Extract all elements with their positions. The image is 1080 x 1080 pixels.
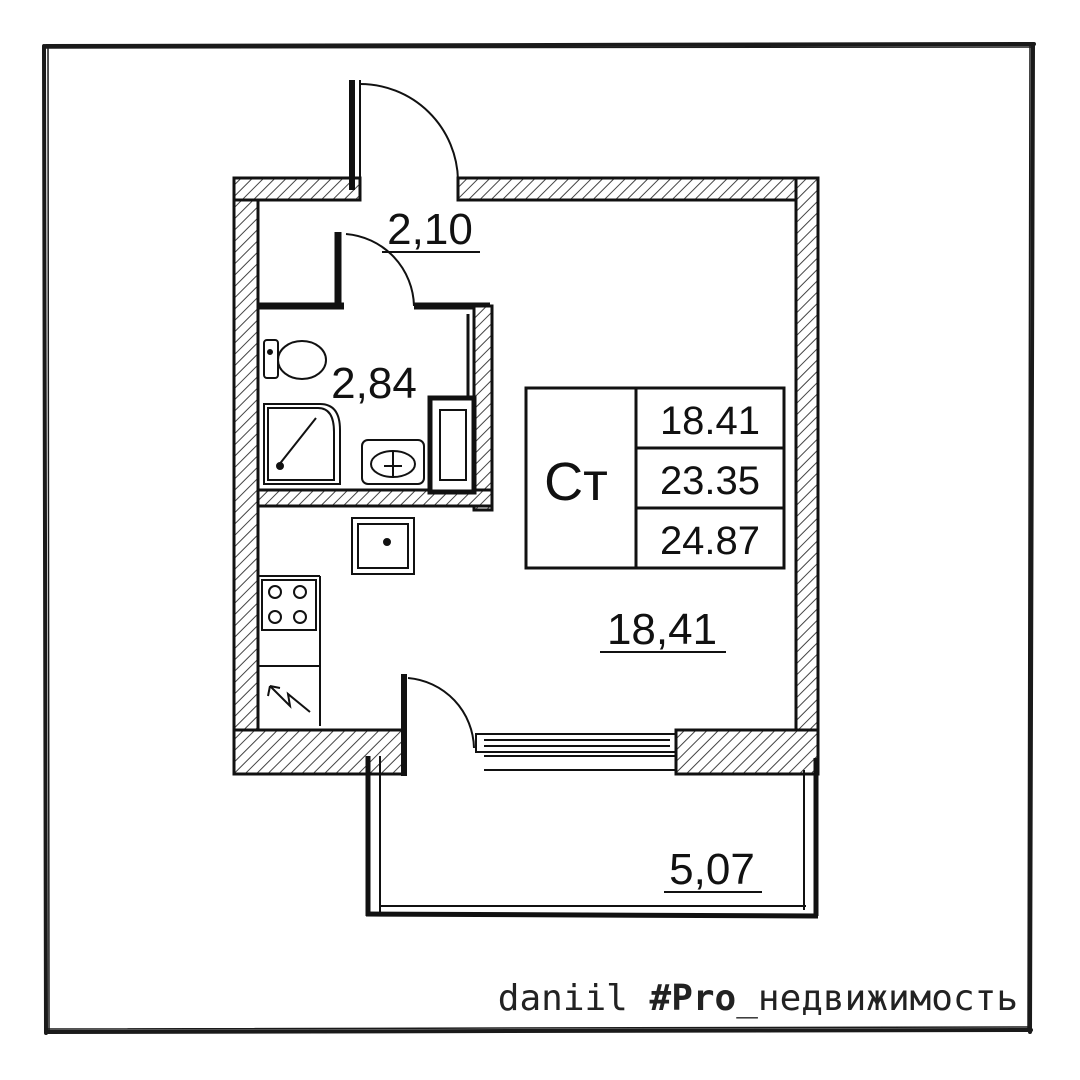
kitchen-counter (258, 575, 321, 726)
bathroom-area-label: 2,84 (331, 359, 417, 408)
kitchen-sink (351, 517, 415, 575)
author-watermark: daniil #Pro_недвижимость (498, 978, 1018, 1019)
bathroom-walls (256, 232, 494, 512)
toilet (263, 339, 327, 380)
watermark-author: daniil (497, 978, 628, 1019)
watermark-suffix: _недвижимость (736, 978, 1018, 1019)
main-room-area-label: 18,41 (607, 605, 717, 654)
sketch-frame (42, 42, 1036, 1035)
total-area-value: 23.35 (660, 459, 760, 503)
shower (263, 403, 341, 485)
balcony-window (475, 733, 677, 771)
balcony-outline (365, 756, 819, 919)
balcony-area-label: 5,07 (669, 845, 755, 894)
vestibule-area-label: 2,10 (387, 205, 473, 254)
apartment-type-code: Ст (544, 452, 608, 512)
watermark-hashtag: #Pro (649, 978, 737, 1019)
living-area-value: 18.41 (660, 399, 760, 443)
exterior-walls (232, 176, 820, 776)
room-labels: 2,10 2,84 18,41 5,07 (331, 205, 762, 894)
balcony-door (401, 674, 475, 776)
area-summary-table: Ст 18.41 23.35 24.87 (524, 386, 786, 570)
entry-door (349, 80, 459, 190)
electrical-panel-icon (267, 685, 311, 713)
total-with-balcony-value: 24.87 (660, 519, 760, 563)
wash-basin (361, 439, 425, 485)
